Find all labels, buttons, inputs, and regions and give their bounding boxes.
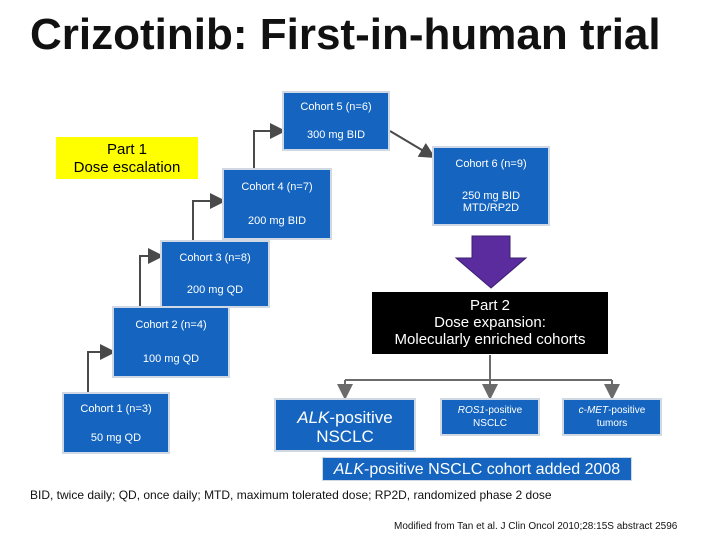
tumor-type: NSCLC [316,427,374,446]
part2-title: Part 2 [469,297,511,314]
cohort-dose: 200 mg BID [247,215,307,227]
cohort-name: Cohort 4 (n=7) [241,181,313,193]
part2-description: Molecularly enriched cohorts [394,331,586,348]
cohort-name: Cohort 6 (n=9) [455,158,527,170]
cohort-dose: 300 mg BID [306,129,366,141]
gene-suffix: -positive [484,405,523,416]
cohort-name: Cohort 1 (n=3) [80,402,152,415]
cmet-positive-tumors-box: c-MET-positive tumors [562,398,662,436]
down-arrow-icon [454,235,528,289]
abbreviations-footnote: BID, twice daily; QD, once daily; MTD, m… [30,488,552,502]
cohort-name: Cohort 5 (n=6) [300,101,372,113]
tumor-type: NSCLC [473,418,507,429]
step-connector-5-6 [389,130,436,159]
gene-name: c-MET [578,405,609,416]
cohort-dose: 50 mg QD [90,431,142,444]
cohort-6-box: Cohort 6 (n=9) 250 mg BID MTD/RP2D [432,146,550,226]
part1-label: Part 1 Dose escalation [56,137,198,179]
cohort-dose: 200 mg QD [186,284,244,296]
part1-subtitle: Dose escalation [73,159,181,176]
cohort-4-box: Cohort 4 (n=7) 200 mg BID [222,168,332,240]
source-citation: Modified from Tan et al. J Clin Oncol 20… [394,521,678,532]
part2-subtitle: Dose expansion: [434,314,546,331]
gene-name: ALK [297,408,330,427]
part1-title: Part 1 [106,141,148,158]
cohort-name: Cohort 2 (n=4) [135,319,207,331]
step-connector-2-3 [139,248,164,307]
page-title: Crizotinib: First-in-human trial [30,10,661,59]
alk-positive-nsclc-box: ALK-positive NSCLC [274,398,416,452]
cohort-dose: 100 mg QD [142,353,200,365]
cohort-dose: 250 mg BID MTD/RP2D [461,190,521,214]
tumor-type: tumors [596,418,628,429]
alk-cohort-added-banner: ALK-positive NSCLC cohort added 2008 [322,457,632,481]
cohort-5-box: Cohort 5 (n=6) 300 mg BID [282,91,390,151]
gene-name: ALK [333,461,365,478]
cohort-name: Cohort 3 (n=8) [179,252,251,264]
ros1-positive-nsclc-box: ROS1-positive NSCLC [440,398,540,436]
gene-name: ROS1 [457,405,485,416]
part2-label: Part 2 Dose expansion: Molecularly enric… [372,292,608,354]
cohort-3-box: Cohort 3 (n=8) 200 mg QD [160,240,270,308]
cohort-1-box: Cohort 1 (n=3) 50 mg QD [62,392,170,454]
cohort-2-box: Cohort 2 (n=4) 100 mg QD [112,306,230,378]
gene-suffix: -positive [329,408,393,427]
step-connector-3-4 [192,193,226,241]
gene-suffix: -positive [608,405,646,416]
banner-text: -positive NSCLC cohort added 2008 [364,461,621,478]
step-connector-4-5 [253,123,286,170]
step-connector-1-2 [87,344,116,393]
